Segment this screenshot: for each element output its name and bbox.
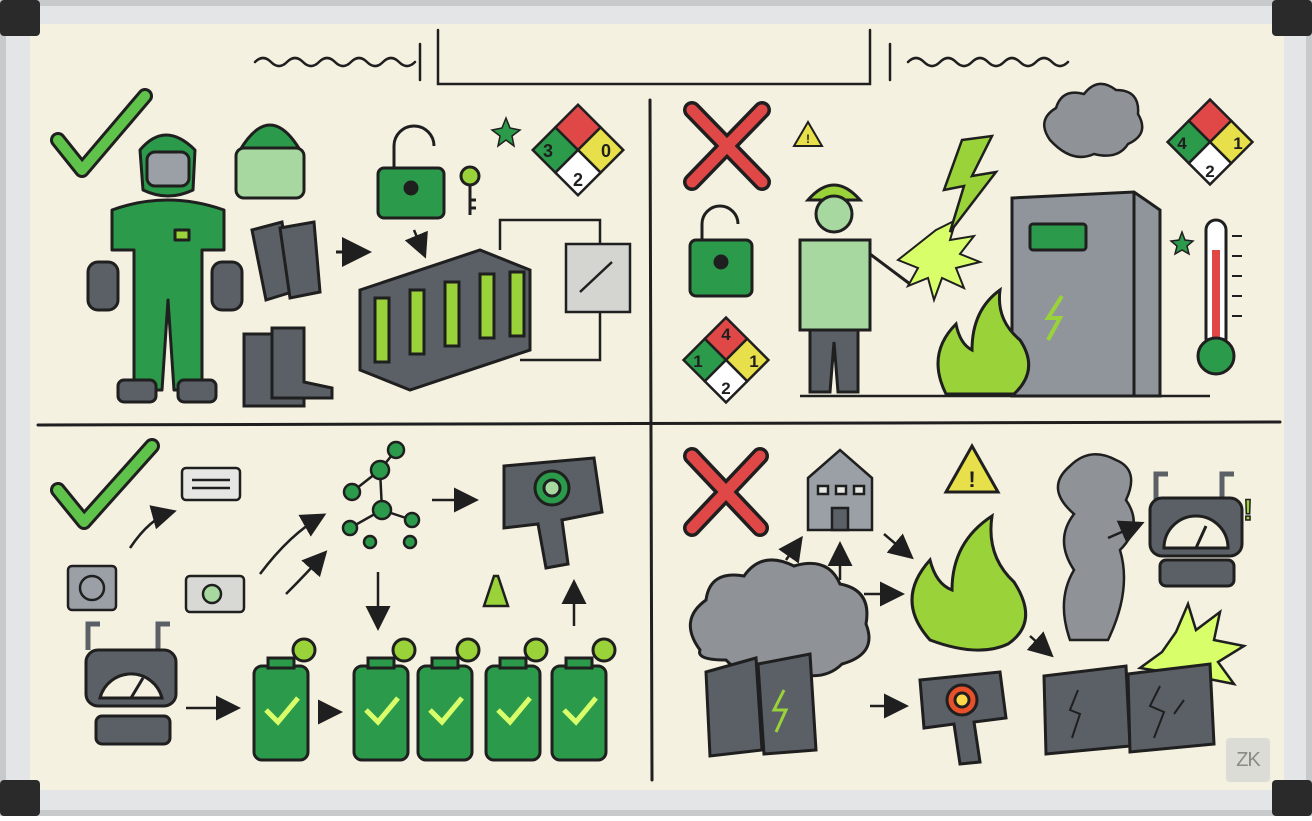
molecule-icon xyxy=(341,440,421,550)
title-bracket xyxy=(253,28,1070,86)
nfpa-diamond xyxy=(681,315,771,405)
gas-detector-icon xyxy=(184,574,246,614)
corner-cap xyxy=(1272,0,1312,36)
panel-bottom-right: ! ! xyxy=(683,442,1254,766)
nfpa-health-value: 4 xyxy=(1177,134,1187,153)
cracked-battery-icon xyxy=(1042,662,1216,756)
flask-icon xyxy=(482,574,510,608)
nfpa-flammability-value: 4 xyxy=(721,325,731,344)
smoke-icon xyxy=(1043,82,1144,159)
lightning-icon xyxy=(942,134,999,233)
thermal-camera-alert-icon xyxy=(918,670,1008,766)
boots-icon xyxy=(242,326,334,408)
nfpa-diamond xyxy=(530,102,626,198)
healthy-battery-icon xyxy=(352,637,417,762)
gloves-icon xyxy=(250,220,322,302)
arrow-icon xyxy=(404,229,428,259)
panel-top-right: ! xyxy=(681,82,1255,405)
signature-stamp: ZK xyxy=(1226,738,1270,782)
corner-cap xyxy=(1272,780,1312,816)
panel-top-left: 3 0 2 xyxy=(50,88,632,408)
face-shield-icon xyxy=(234,123,306,200)
protective-suit-worker-icon xyxy=(86,133,244,404)
cross-icon xyxy=(683,101,771,191)
corner-cap xyxy=(0,0,40,36)
worker-icon xyxy=(798,183,911,394)
star-icon xyxy=(490,115,522,148)
unlocked-padlock-icon xyxy=(688,204,754,298)
spark-icon xyxy=(896,218,984,304)
nfpa-reactivity-value: 1 xyxy=(749,352,758,371)
swollen-battery-icon xyxy=(704,652,818,758)
key-icon xyxy=(459,165,481,215)
svg-text:!: ! xyxy=(806,132,810,146)
nfpa-reactivity-value: 1 xyxy=(1233,134,1242,153)
alert-exclamation: ! xyxy=(1243,494,1253,527)
thermal-camera-icon xyxy=(502,456,604,570)
nfpa-reactivity-value: 0 xyxy=(601,141,611,161)
fire-icon xyxy=(936,286,1031,396)
nfpa-special-value: 2 xyxy=(1205,162,1214,181)
unlocked-padlock-icon xyxy=(376,124,446,220)
warning-icon: ! xyxy=(792,120,824,147)
flow-arrows xyxy=(778,520,1145,719)
pressure-gauge-icon xyxy=(84,621,178,746)
thermometer-icon xyxy=(1196,218,1242,376)
smoke-icon xyxy=(1056,453,1135,642)
high-pressure-gauge-icon xyxy=(1148,471,1244,588)
healthy-battery-icon xyxy=(416,637,481,762)
fire-icon xyxy=(910,512,1028,652)
nfpa-diamond xyxy=(1165,97,1255,187)
healthy-battery-icon xyxy=(484,637,549,762)
nfpa-health-value: 1 xyxy=(693,352,702,371)
cross-icon xyxy=(683,447,769,537)
nfpa-special-value: 2 xyxy=(573,170,583,190)
building-icon xyxy=(806,448,874,532)
healthy-battery-icon xyxy=(550,637,617,762)
healthy-battery-icon xyxy=(252,637,317,762)
air-vent-icon xyxy=(180,466,242,502)
star-icon xyxy=(1169,229,1195,256)
battery-cabinet-icon xyxy=(1010,190,1162,398)
corner-cap xyxy=(0,780,40,816)
flow-arrows xyxy=(128,487,587,725)
circuit-switch-icon xyxy=(498,218,632,362)
panel-dividers xyxy=(36,98,1282,782)
nfpa-health-value: 3 xyxy=(543,141,553,161)
svg-text:!: ! xyxy=(968,467,975,492)
battery-rack-icon xyxy=(358,248,532,392)
warning-icon: ! xyxy=(943,442,1001,494)
nfpa-special-value: 2 xyxy=(721,379,730,398)
exhaust-fan-icon xyxy=(66,564,118,612)
panel-bottom-left xyxy=(50,438,617,762)
